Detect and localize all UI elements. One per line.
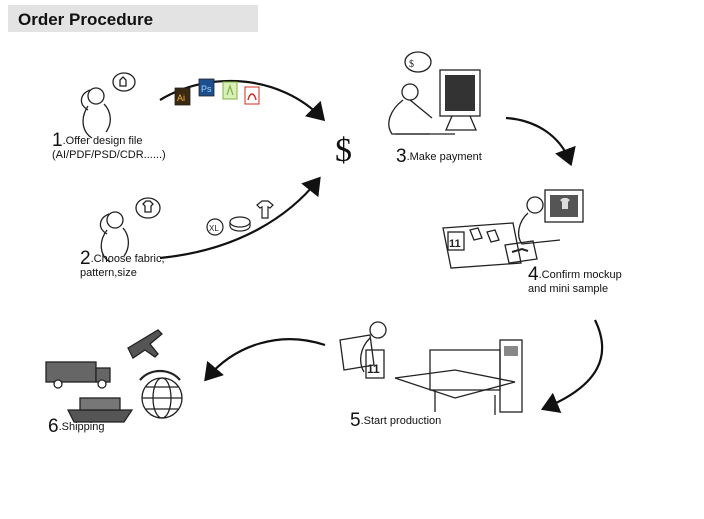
step-5-number: 5 bbox=[350, 410, 361, 431]
ai-file-icon bbox=[174, 87, 191, 106]
step-6-label: 6.Shipping bbox=[48, 416, 105, 437]
title-bar: Order Procedure bbox=[8, 5, 258, 32]
fabric-roll-icon bbox=[229, 216, 251, 228]
svg-text:11: 11 bbox=[367, 362, 380, 376]
truck-icon bbox=[45, 361, 97, 383]
step-5-label: 5.Start production bbox=[350, 410, 442, 431]
arrow-step4-to-5 bbox=[540, 319, 604, 414]
pdf-file-icon bbox=[244, 86, 260, 105]
svg-text:$: $ bbox=[409, 59, 414, 70]
file-format-icons: Ai Ps bbox=[174, 78, 260, 106]
production-figure: 11 bbox=[339, 321, 523, 415]
svg-text:XL: XL bbox=[209, 224, 219, 233]
step-3-label: 3.Make payment bbox=[396, 146, 482, 167]
step-1-label: 1.Offer design file (AI/PDF/PSD/CDR.....… bbox=[52, 130, 166, 161]
airplane-icon bbox=[127, 329, 163, 359]
step-4-label: 4.Confirm mockup and mini sample bbox=[528, 264, 622, 295]
designer-thinking-figure bbox=[80, 72, 136, 139]
step-3-number: 3 bbox=[396, 146, 407, 167]
fabric-size-icons: XL bbox=[206, 200, 274, 236]
step-2-number: 2 bbox=[80, 248, 91, 269]
svg-text:Ps: Ps bbox=[201, 84, 212, 94]
mockup-figure: 11 bbox=[442, 189, 584, 269]
payment-figure: $ bbox=[388, 51, 481, 135]
arrow-step2-to-3 bbox=[159, 176, 321, 260]
tshirt-icon bbox=[256, 200, 274, 219]
step-1-number: 1 bbox=[52, 130, 63, 151]
arrow-step5-to-6 bbox=[204, 338, 326, 382]
arrow-step3-to-4 bbox=[505, 116, 576, 167]
size-xl-icon bbox=[206, 218, 224, 236]
step-6-number: 6 bbox=[48, 416, 59, 437]
svg-text:11: 11 bbox=[449, 238, 461, 250]
ps-file-icon bbox=[198, 78, 215, 97]
step-2-label: 2.Choose fabric, pattern,size bbox=[80, 248, 165, 279]
payment-dollar-sign: $ bbox=[335, 132, 352, 169]
step-4-number: 4 bbox=[528, 264, 539, 285]
customer-choosing-figure bbox=[99, 197, 161, 263]
page-title: Order Procedure bbox=[18, 10, 154, 29]
svg-text:Ai: Ai bbox=[177, 93, 185, 103]
shipping-figure bbox=[45, 329, 183, 423]
